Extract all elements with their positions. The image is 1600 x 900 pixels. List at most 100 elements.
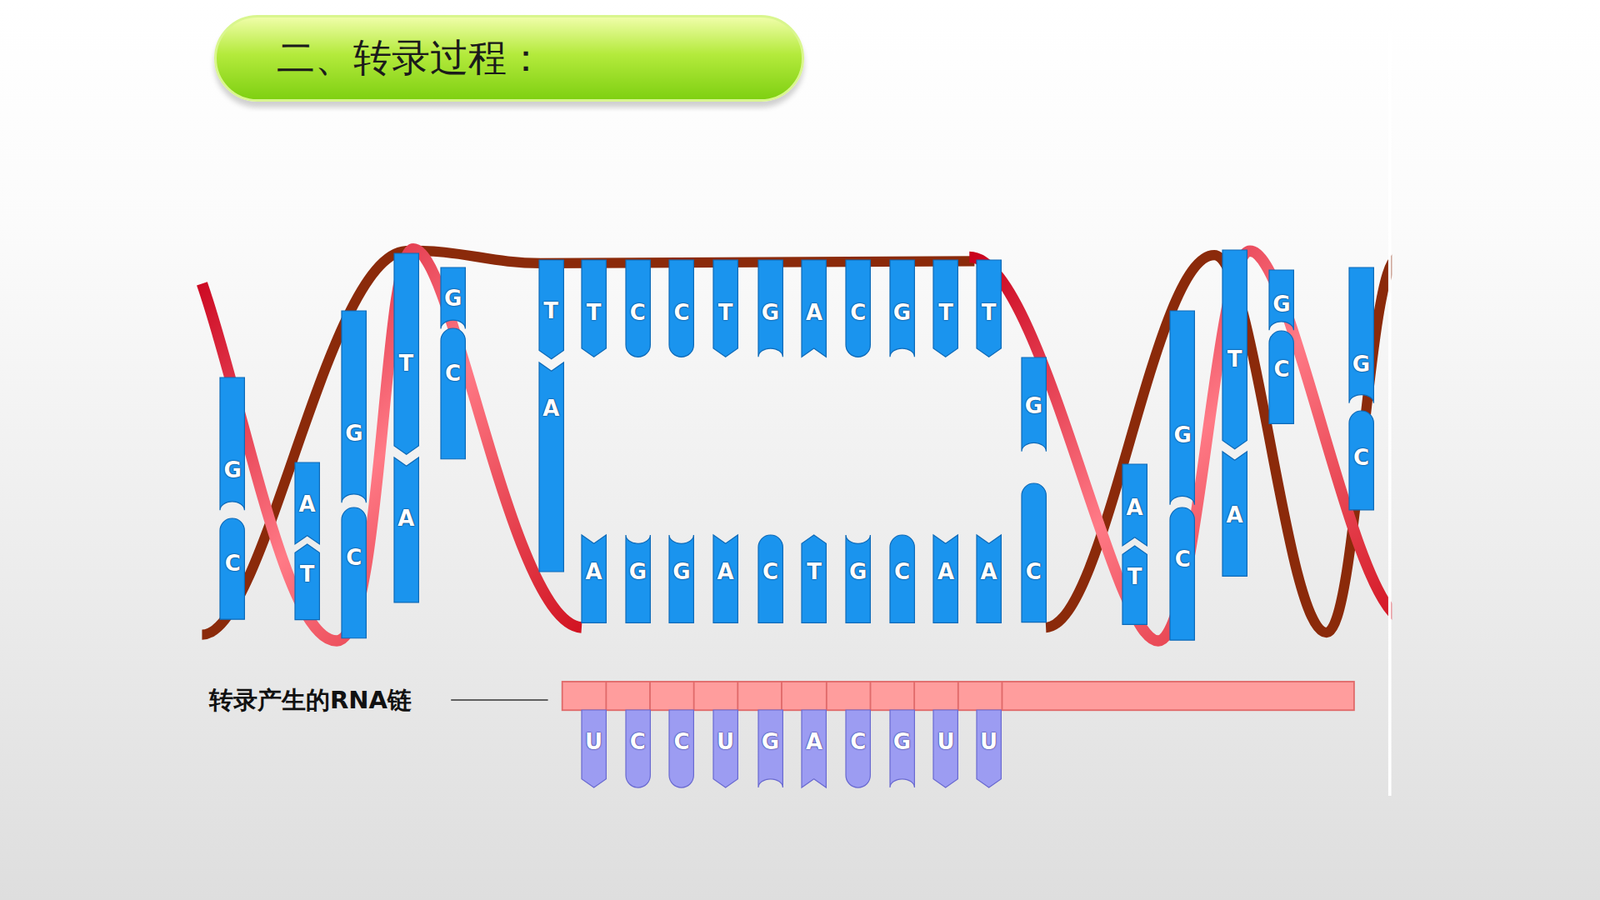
dna-base: G [758,260,783,357]
dna-base: T [581,260,606,357]
base-letter: G [890,300,915,325]
base-letter: C [758,559,783,585]
rna-base: U [581,710,606,788]
divider-tick [780,681,783,710]
dna-base: C [758,535,783,623]
dna-base: G [341,310,366,503]
base-outline [394,457,419,603]
base-letter: G [625,559,650,585]
base-outline [713,710,738,788]
dna-base: A [394,457,419,603]
dna-backbone [201,250,975,635]
dna-base: G [440,267,465,329]
base-shape [1170,507,1195,640]
base-letter: G [1021,393,1046,419]
base-letter: C [669,300,694,325]
base-outline [539,362,564,572]
dna-base: C [625,260,650,357]
base-outline [581,710,606,788]
base-outline [713,260,738,357]
base-letter: C [625,729,650,755]
base-letter: T [1122,564,1147,590]
dna-base: A [801,260,826,357]
base-letter: A [933,559,958,585]
base-outline [669,710,694,788]
base-outline [845,710,870,788]
dna-base: T [1122,545,1147,625]
base-letter: G [669,559,694,585]
base-letter: T [933,300,958,325]
base-outline [1122,464,1147,546]
base-letter: U [976,729,1001,755]
base-letter: G [1349,351,1374,377]
dna-base: C [1349,410,1374,510]
base-letter: U [933,729,958,755]
base-outline [890,535,915,623]
dna-base: G [845,535,870,623]
base-outline [845,535,870,623]
dna-base: G [1170,310,1195,505]
dna-base: T [976,260,1001,357]
divider-tick [693,681,695,710]
divider-tick [870,681,872,710]
base-letter: G [440,285,465,311]
rna-base: C [845,710,870,788]
base-outline [758,260,783,357]
base-letter: A [1222,502,1247,528]
base-outline [295,544,320,620]
base-shape [539,362,564,572]
base-outline [933,260,958,357]
base-letter: T [801,559,826,585]
base-letter: C [625,300,650,325]
base-outline [801,710,826,788]
rna-backbone-dividers [605,681,1002,710]
base-outline [1269,270,1294,330]
dna-base: G [669,535,694,623]
base-shape [1170,310,1195,505]
base-letter: C [1170,546,1195,572]
base-letter: U [713,729,738,755]
base-letter: A [713,559,738,585]
base-shape [1349,267,1374,404]
base-outline [1349,410,1374,510]
base-shape [1021,483,1046,623]
base-letter: G [758,300,783,325]
rna-base: U [713,710,738,788]
base-letter: A [581,559,606,585]
base-letter: A [801,300,826,325]
divider-tick [649,681,651,710]
dna-base: G [1349,267,1374,404]
dna-backbone [969,250,1392,641]
dna-base: G [1021,357,1046,452]
dna-backbone [571,621,1052,633]
base-letter: A [295,491,320,517]
dna-base: C [1269,330,1294,424]
base-outline [1269,330,1294,424]
dna-base: C [440,328,465,460]
dna-base: T [713,260,738,357]
dna-base: C [669,260,694,357]
rna-base: C [625,710,650,788]
helix-backbones [201,249,1392,641]
title: 二、转录过程： [276,32,545,85]
dna-base: A [713,535,738,623]
base-letter: A [801,729,826,755]
base-letter: T [713,300,738,325]
dna-base: C [341,507,366,639]
dna-base: T [539,260,564,360]
base-outline [713,535,738,623]
rna-base: C [669,710,694,788]
base-letter: T [581,300,606,325]
base-outline [394,253,419,455]
base-letter: C [220,550,245,576]
base-outline [890,260,915,357]
base-outline [933,710,958,788]
divider-tick [605,681,607,710]
base-letter: T [295,561,320,587]
dna-base: A [933,535,958,623]
base-letter: A [539,395,564,421]
rna-base: A [801,710,826,788]
base-letter: U [581,729,606,755]
dna-base: T [801,535,826,623]
